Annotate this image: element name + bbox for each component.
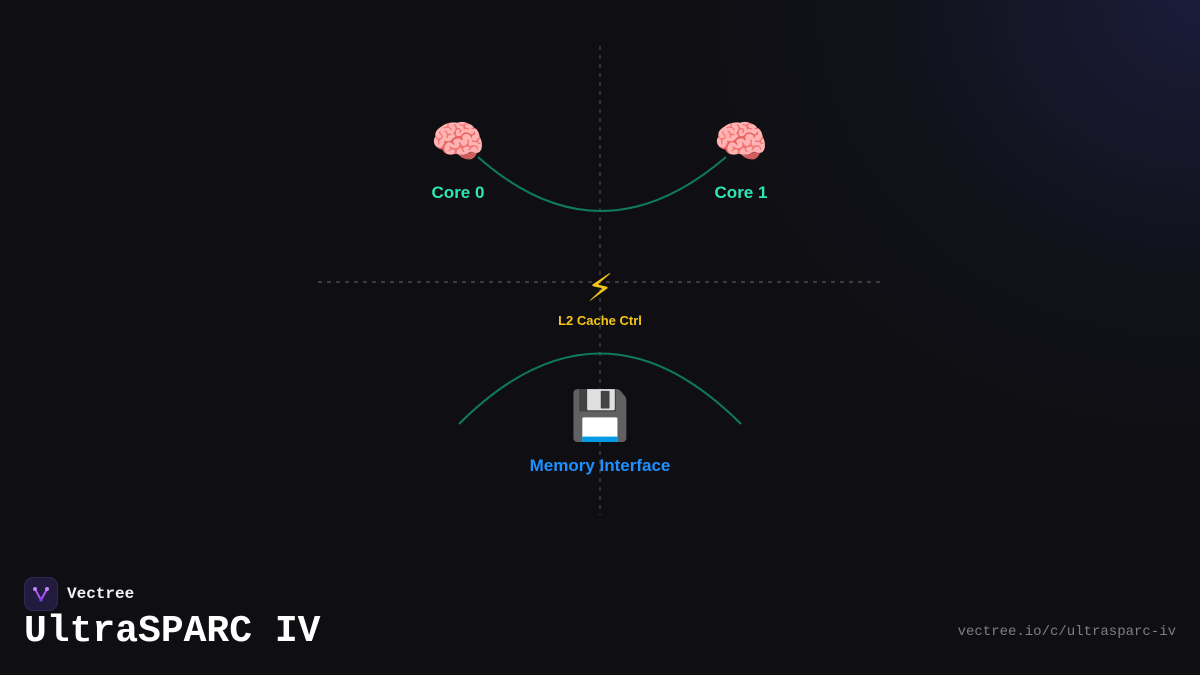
node-core-0[interactable]: 🧠 Core 0	[431, 117, 486, 203]
core-link-curve	[477, 156, 727, 212]
floppy-disk-icon: 💾	[570, 388, 630, 444]
node-core-1[interactable]: 🧠 Core 1	[714, 117, 769, 203]
brain-icon: 🧠	[714, 117, 769, 168]
brand: Vectree	[24, 577, 134, 611]
lightning-icon: ⚡	[587, 266, 614, 310]
page-title: UltraSPARC IV	[24, 610, 321, 653]
node-memory-interface[interactable]: 💾 Memory Interface	[530, 388, 671, 475]
node-label-core-0: Core 0	[432, 183, 485, 202]
brain-icon: 🧠	[431, 117, 486, 168]
node-label-memory-interface: Memory Interface	[530, 456, 671, 475]
node-l2-cache-ctrl[interactable]: ⚡ L2 Cache Ctrl	[558, 266, 642, 328]
node-label-core-1: Core 1	[715, 183, 768, 202]
source-url[interactable]: vectree.io/c/ultrasparc-iv	[957, 624, 1176, 640]
brand-name: Vectree	[67, 585, 135, 603]
memory-link-curve	[458, 352, 742, 425]
vectree-logo-icon	[24, 577, 58, 611]
node-label-l2-cache-ctrl: L2 Cache Ctrl	[558, 313, 642, 328]
